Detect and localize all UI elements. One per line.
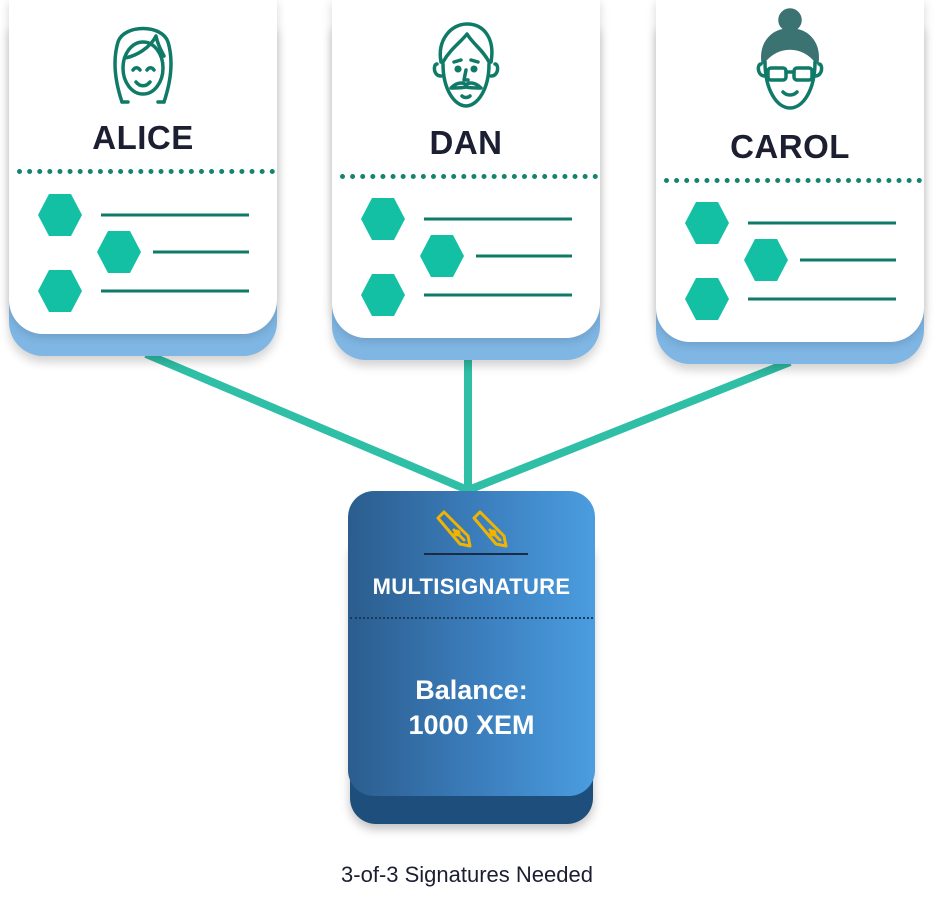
man-mustache-avatar-icon <box>432 22 500 108</box>
hexagon-icon <box>361 198 405 240</box>
multisig-card-face: MULTISIGNATURE Balance: 1000 XEM <box>348 491 595 796</box>
cosigner-name: ALICE <box>92 119 194 156</box>
hexagon-icon <box>744 239 788 281</box>
cosigner-card-dan: DAN <box>332 0 600 360</box>
cosigner-name: DAN <box>429 124 503 161</box>
woman-avatar-icon <box>113 26 173 104</box>
signature-items <box>685 202 896 320</box>
hexagon-icon <box>97 231 141 273</box>
hexagon-icon <box>685 202 729 244</box>
caption: 3-of-3 Signatures Needed <box>341 862 593 887</box>
balance-value: 1000 XEM <box>408 710 535 740</box>
hexagon-icon <box>685 278 729 320</box>
connector-carol <box>464 358 792 495</box>
hexagon-icon <box>361 274 405 316</box>
signature-items <box>38 194 249 312</box>
woman-glasses-bun-avatar-icon <box>756 8 824 110</box>
hexagon-icon <box>38 194 82 236</box>
hexagon-icon <box>420 235 464 277</box>
cosigner-card-carol: CAROL <box>656 0 924 364</box>
dotted-divider <box>340 174 598 179</box>
cosigner-card-alice: ALICE <box>9 0 277 356</box>
multisig-account-card: MULTISIGNATURE Balance: 1000 XEM <box>348 491 595 824</box>
balance-label: Balance: <box>415 675 528 705</box>
cosigner-name: CAROL <box>730 128 850 165</box>
dotted-divider <box>17 169 275 174</box>
signature-items <box>361 198 572 316</box>
hexagon-icon <box>38 270 82 312</box>
dotted-divider <box>664 178 922 183</box>
title-rule <box>424 553 528 555</box>
connector-alice <box>144 350 472 495</box>
multisig-title: MULTISIGNATURE <box>372 574 571 599</box>
dotted-divider <box>350 617 593 619</box>
fountain-pen-icon <box>436 510 508 548</box>
